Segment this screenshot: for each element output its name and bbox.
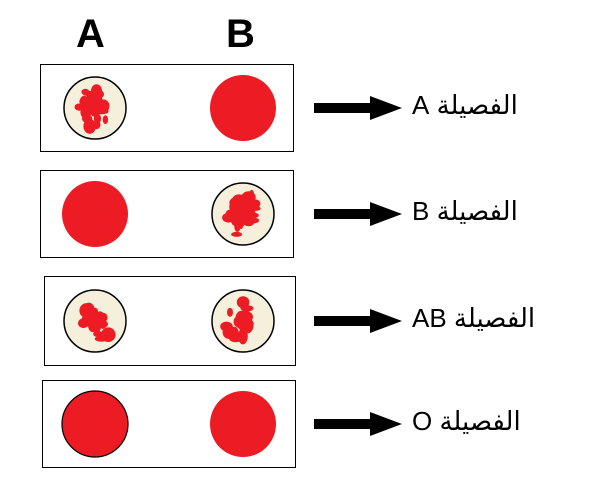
agglutination-clump bbox=[227, 307, 233, 317]
agglutination-clump bbox=[249, 199, 261, 209]
uniform-drop bbox=[61, 390, 129, 458]
agglutinated-drop bbox=[63, 289, 127, 353]
agglutination-clump bbox=[101, 327, 116, 342]
blood-type-label: الفصيلة O bbox=[412, 406, 521, 436]
blood-type-row: الفصيلة A bbox=[0, 64, 593, 164]
agglutination-clump bbox=[99, 321, 106, 329]
agglutination-clump bbox=[90, 313, 99, 323]
uniform-drop bbox=[62, 181, 128, 247]
column-header-a: A bbox=[76, 12, 105, 56]
agglutinated-drop bbox=[211, 289, 275, 353]
agglutinated-drop bbox=[63, 76, 127, 140]
blood-type-row: الفصيلة AB bbox=[0, 276, 593, 376]
uniform-drop bbox=[210, 391, 276, 457]
blood-type-row: الفصيلة O bbox=[0, 380, 593, 480]
uniform-drop bbox=[210, 75, 276, 141]
blood-circle bbox=[62, 181, 128, 247]
blood-circle bbox=[61, 390, 129, 458]
agglutination-clump bbox=[102, 115, 109, 124]
arrow-right-icon bbox=[314, 202, 402, 226]
agglutination-clump bbox=[248, 206, 261, 211]
agglutination-clump bbox=[229, 196, 244, 209]
blood-type-row: الفصيلة B bbox=[0, 170, 593, 270]
agglutination-clump bbox=[82, 90, 97, 97]
arrow-right-icon bbox=[314, 309, 402, 333]
arrow-right-icon bbox=[314, 96, 402, 120]
agglutination-clump bbox=[81, 114, 93, 123]
agglutination-clump bbox=[247, 217, 260, 224]
agglutination-clump bbox=[230, 212, 240, 226]
blood-circle bbox=[210, 391, 276, 457]
agglutination-clump bbox=[220, 321, 233, 332]
agglutination-clump bbox=[79, 98, 94, 105]
arrow-right-icon bbox=[314, 412, 402, 436]
blood-circle bbox=[210, 75, 276, 141]
agglutination-clump bbox=[233, 315, 244, 328]
agglutination-clump bbox=[231, 231, 243, 237]
column-header-b: B bbox=[226, 12, 255, 56]
blood-type-label: الفصيلة AB bbox=[412, 303, 536, 333]
blood-type-label: الفصيلة A bbox=[412, 90, 518, 120]
agglutinated-drop bbox=[211, 182, 275, 246]
blood-type-label: الفصيلة B bbox=[412, 196, 518, 226]
agglutination-clump bbox=[229, 334, 243, 343]
